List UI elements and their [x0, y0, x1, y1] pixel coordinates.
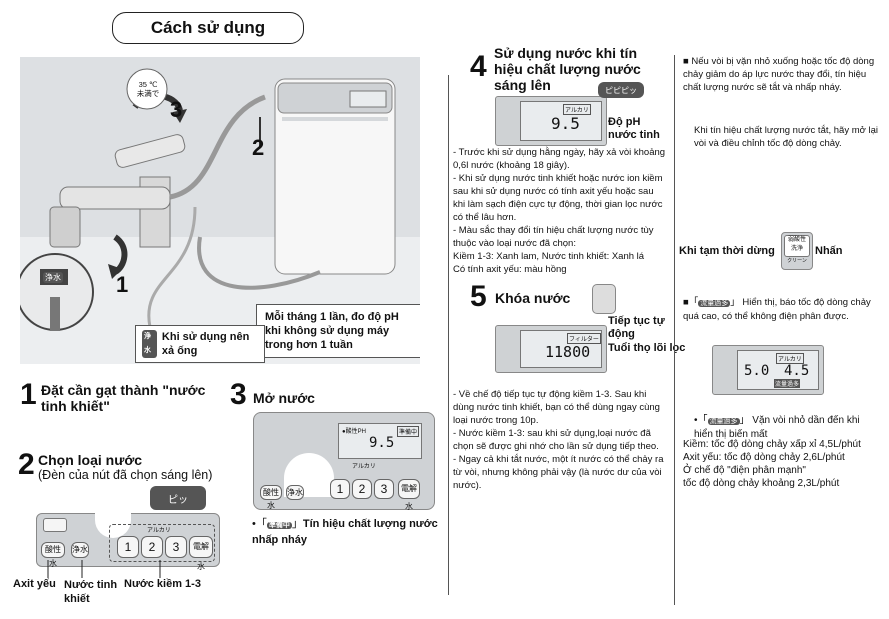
step-3-lcd: ●酸性PH 準備中 9.5 — [338, 423, 422, 459]
illustration-step-3: 3 — [170, 97, 183, 122]
lcd-tag: アルカリ — [563, 104, 591, 115]
alkaline-2-button[interactable]: 2 — [141, 536, 163, 558]
step-3-title: Mở nước — [253, 390, 315, 406]
step-3-note-text: Tín hiệu chất lượng nước nhấp nháy — [252, 518, 438, 546]
flow-reduce-note: •「流量過多」 Vặn vòi nhỏ dần đến khi hiển thị… — [694, 415, 860, 440]
step-4-number: 4 — [470, 50, 487, 83]
label-leader-lines — [47, 560, 161, 578]
step-5-bullet: - Nước kiềm 1-3: sau khi sử dụng,loại nư… — [453, 428, 659, 452]
flow-speeds: Kiềm: tốc độ dòng chảy xấp xỉ 4,5L/phút … — [683, 438, 879, 490]
step-1-title: Đặt cần gạt thành "nước tinh khiết" — [41, 382, 206, 414]
lcd-top-label: ●酸性PH — [342, 429, 366, 435]
clean-button-top-label: 弱酸性 — [787, 237, 806, 243]
pure-water-button[interactable]: 浄水 — [286, 485, 304, 500]
lcd-value: 9.5 — [551, 114, 580, 133]
lcd-value: 11800 — [545, 343, 591, 361]
flow-speed-line: tốc độ dòng chảy khoảng 2,3L/phút — [683, 478, 840, 489]
installation-illustration: 35 ℃ 未満で 3 2 1 浄水 Mỗi tháng 1 lần, đo độ… — [20, 57, 420, 364]
step-2-number: 2 — [18, 448, 35, 481]
lever-badge: 浄水 — [43, 272, 63, 283]
label-continue: Tiếp tục tự động — [608, 315, 665, 340]
step-3-note-badge: 準備中 — [266, 522, 292, 529]
flow-speed-line: Axit yếu: tốc độ dòng chảy 2,6L/phút — [683, 452, 845, 463]
flow-reduce-badge: 流量過多 — [707, 418, 740, 425]
flow-high-badge: 流量過多 — [698, 300, 731, 307]
flow-lcd-panel: アルカリ 5.0 4.5 流量過多 — [712, 345, 824, 395]
lcd-left-value: 5.0 — [744, 363, 770, 379]
temperature-label: 35 ℃ 未満で — [136, 80, 160, 98]
lcd-value: 9.5 — [369, 435, 395, 451]
lcd-tag: フィルター — [567, 333, 601, 344]
alkaline-2-button[interactable]: 2 — [352, 479, 372, 499]
monthly-ph-note: Mỗi tháng 1 lần, đo độ pH khi không sử d… — [256, 304, 420, 358]
step-3-control-panel: ●酸性PH 準備中 9.5 アルカリ 酸性水 浄水 1 2 3 電解水 — [253, 412, 435, 511]
step-5-bullet: - Về chế độ tiếp tục tự động kiềm 1-3. S… — [453, 389, 660, 426]
step-4-bullet: - Khi sử dụng nước tinh khiết hoặc nước … — [453, 173, 663, 223]
beep-bubble: ピッ — [150, 486, 206, 510]
electrolysis-button[interactable]: 電解水 — [189, 536, 213, 571]
clean-button-bottom-label: クリーン — [787, 258, 807, 264]
flush-badge: 浄水 — [142, 330, 157, 358]
flow-speed-line: Kiềm: tốc độ dòng chảy xấp xỉ 4,5L/phút — [683, 439, 861, 450]
panel-alkali-label: アルカリ — [147, 528, 171, 534]
step-3-number: 3 — [230, 378, 247, 411]
electrolysis-button[interactable]: 電解水 — [398, 479, 420, 511]
step-4-bullet: - Màu sắc thay đổi tín hiệu chất lượng n… — [453, 225, 654, 249]
illustration-step-1: 1 — [116, 272, 129, 297]
label-alkaline: Nước kiềm 1-3 — [124, 578, 201, 590]
panel-alkali-label: アルカリ — [352, 464, 376, 470]
step-4-bullets: - Trước khi sử dụng hằng ngày, hãy xả vò… — [453, 146, 668, 276]
step-4-bullet: - Trước khi sử dụng hằng ngày, hãy xả vò… — [453, 147, 666, 171]
alkaline-3-button[interactable]: 3 — [165, 536, 187, 558]
column-divider — [674, 55, 675, 605]
step-5-lcd-panel: フィルター 11800 — [495, 325, 607, 373]
alkaline-1-button[interactable]: 1 — [117, 536, 139, 558]
beep-bubble: ピピピッ — [598, 82, 644, 98]
step-4-title: Sử dụng nước khi tín hiệu chất lượng nướ… — [494, 45, 641, 93]
label-filter-life: Tuổi thọ lõi lọc — [608, 342, 686, 354]
step-5-title: Khóa nước — [495, 290, 571, 306]
lcd-right-value: 4.5 — [784, 363, 810, 379]
ph-label: Độ pH nước tinh — [608, 116, 660, 141]
alkaline-3-button[interactable]: 3 — [374, 479, 394, 499]
flow-drop-note: ■ Nếu vòi bị vặn nhỏ xuống hoặc tốc độ d… — [683, 56, 875, 93]
step-2-subtitle: (Đèn của nút đã chọn sáng lên) — [38, 468, 213, 482]
lcd-flow-tag: 流量過多 — [774, 379, 801, 388]
lcd-tag: アルカリ — [776, 353, 804, 364]
flush-note-text: Khi sử dụng nên xả ống — [161, 331, 250, 357]
step-4-bullet: Có tính axit yếu: màu hồng — [453, 264, 567, 275]
flow-reduce-text: Vặn vòi nhỏ dần đến khi hiển thị biến mấ… — [694, 415, 860, 440]
flow-high-note: ■「流量過多」 Hiển thị, báo tốc độ dòng chảy q… — [683, 297, 871, 322]
acid-button[interactable]: 酸性水 — [41, 542, 65, 568]
clean-button[interactable]: 弱酸性 洗浄 クリーン — [781, 232, 813, 270]
lcd-tag: 準備中 — [397, 426, 420, 437]
step-2-control-panel: アルカリ 酸性水 浄水 1 2 3 電解水 — [36, 508, 220, 571]
step-4-bullet: Kiềm 1-3: Xanh lam, Nước tinh khiết: Xan… — [453, 251, 645, 262]
flow-high-text: Hiển thị, báo tốc độ dòng chảy quá cao, … — [683, 297, 871, 322]
flush-note: 浄水 Khi sử dụng nên xả ống — [135, 325, 265, 363]
pure-water-button[interactable]: 浄水 — [71, 542, 89, 558]
column-divider — [448, 75, 449, 595]
flow-adjust-note: Khi tín hiệu chất lượng nước tắt, hãy mở… — [694, 125, 879, 149]
faucet-and-purifier-drawing — [20, 68, 420, 364]
flow-speed-line: Ở chế độ "điện phân mạnh" — [683, 465, 806, 476]
pause-label: Khi tạm thời dừng — [679, 245, 775, 257]
step-4-lcd-panel: アルカリ 9.5 — [495, 96, 607, 146]
step-5-bullet: - Ngay cả khi tắt nước, một ít nước có t… — [453, 454, 664, 491]
step-1-number: 1 — [20, 378, 37, 411]
press-label: Nhấn — [815, 245, 843, 257]
faucet-icon — [592, 284, 616, 314]
acid-button[interactable]: 酸性水 — [260, 485, 282, 510]
step-5-bullets: - Về chế độ tiếp tục tự động kiềm 1-3. S… — [453, 388, 668, 492]
page-title: Cách sử dụng — [112, 12, 304, 44]
label-pure: Nước tinh khiết — [64, 579, 118, 605]
step-2-title: Chọn loại nước — [38, 452, 143, 468]
label-acid: Axit yếu — [13, 578, 56, 590]
clean-button-mid-label: 洗浄 — [790, 246, 803, 252]
illustration-step-2: 2 — [252, 135, 265, 160]
alkaline-1-button[interactable]: 1 — [330, 479, 350, 499]
step-3-note: •「準備中」Tín hiệu chất lượng nước nhấp nháy — [252, 518, 438, 546]
step-5-number: 5 — [470, 280, 487, 313]
